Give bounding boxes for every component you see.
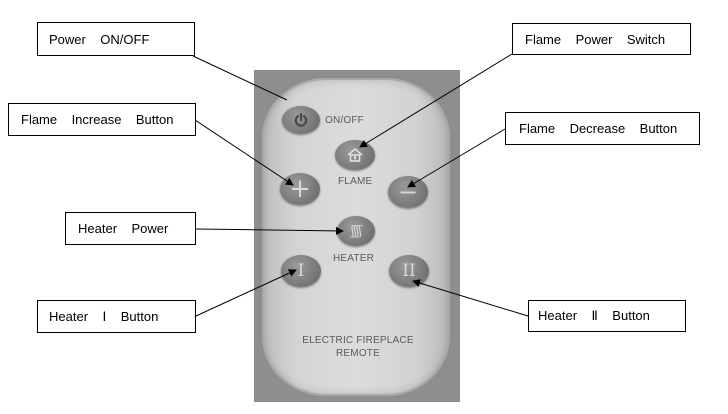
callout-heater-2-button: Heater Ⅱ Button [528,300,686,332]
power-button [282,106,320,134]
flame-house-icon [347,147,363,162]
callout-flame-power-switch: Flame Power Switch [512,23,691,55]
flame-decrease-button: − [388,176,428,208]
remote-brand-line-2: REMOTE [336,348,380,359]
roman-one-icon: I [297,261,305,281]
power-icon [294,112,308,127]
roman-two-icon: II [402,261,416,281]
heater-2-button: II [389,255,429,287]
onoff-label: ON/OFF [325,115,364,126]
minus-icon: − [397,178,419,206]
flame-power-button [335,140,375,170]
heater-power-button: ʃʃʃʃ [337,216,375,246]
callout-heater-power: Heater Power [65,212,196,245]
heater-label: HEATER [333,253,375,264]
remote-brand-line-1: ELECTRIC FIREPLACE [302,335,414,346]
callout-power-onoff: Power ON/OFF [37,22,195,56]
heater-1-button: I [281,255,321,287]
callout-flame-increase-button: Flame Increase Button [8,103,196,136]
callout-heater-1-button: Heater Ⅰ Button [37,300,196,333]
flame-label: FLAME [338,176,373,187]
flame-increase-button: + [280,173,320,205]
heat-waves-icon: ʃʃʃʃ [350,223,362,239]
callout-flame-decrease-button: Flame Decrease Button [505,112,700,145]
plus-icon: + [289,174,311,204]
